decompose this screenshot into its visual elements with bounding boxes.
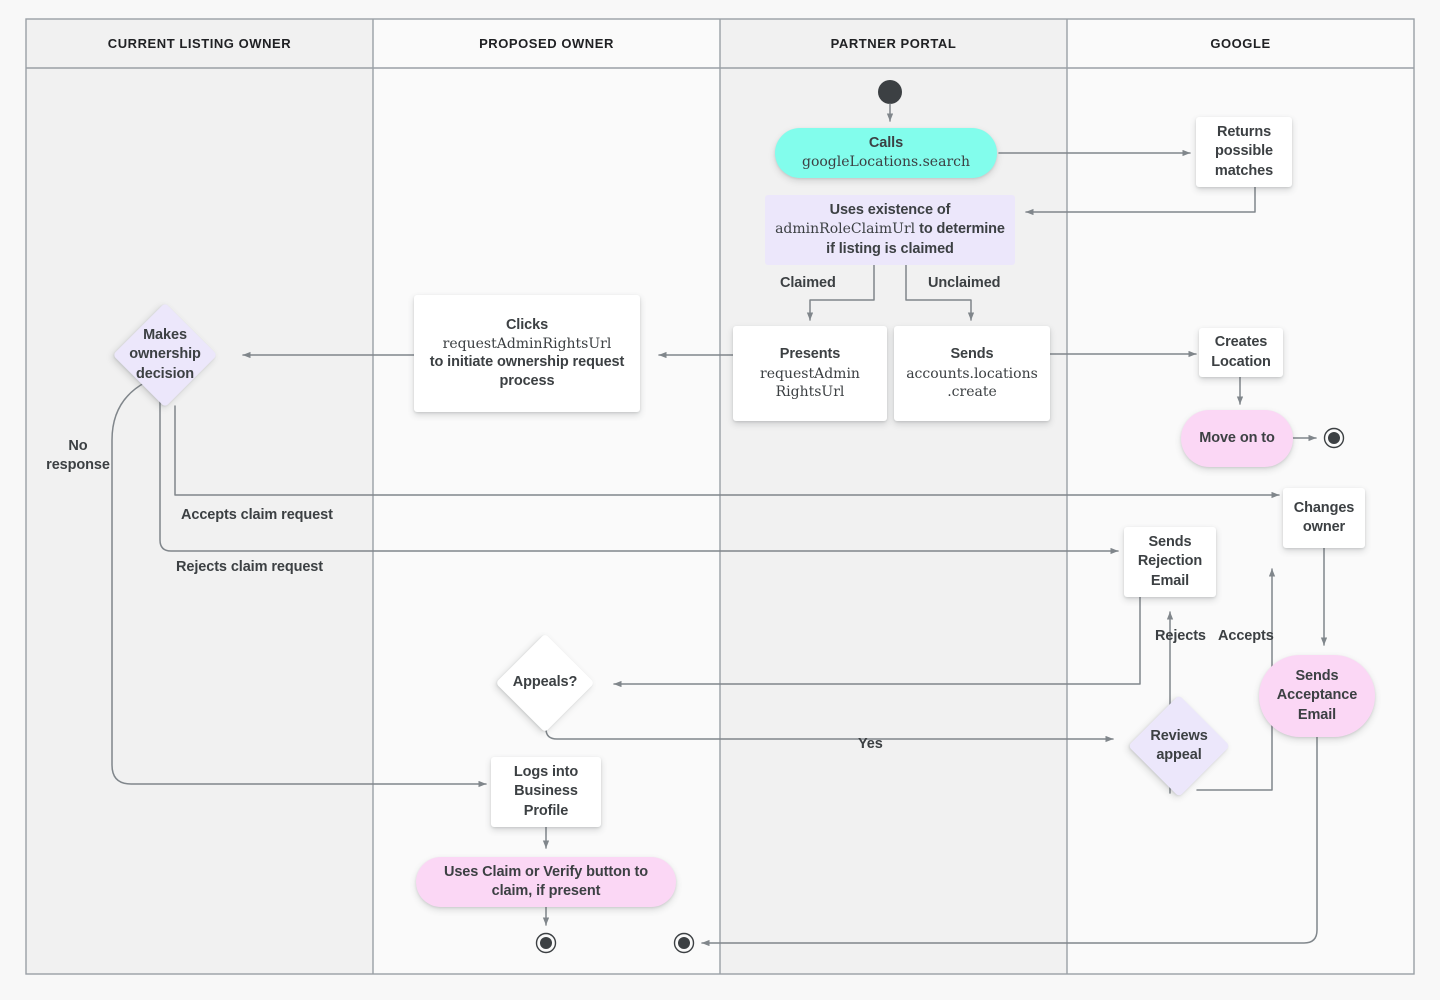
node-sends-accounts-locations-create[interactable]: Sends accounts.locations .create <box>894 326 1050 421</box>
end-node-proposed-owner <box>535 932 557 954</box>
edge-rejectionemail-to-appeals <box>613 596 1141 688</box>
node-calls-line1: Calls <box>868 135 904 152</box>
node-clicks-line3: to initiate ownership request process <box>429 354 625 390</box>
lane-title-current-listing-owner: CURRENT LISTING OWNER <box>107 36 292 51</box>
node-creates-location[interactable]: Creates Location <box>1199 328 1283 377</box>
edge-decision-rejects-to-rejectionemail <box>159 389 1119 555</box>
edge-uses-to-presents <box>806 264 875 321</box>
node-makes-ownership-decision-label: Makes ownership decision <box>129 327 201 382</box>
edge-label-rejects-claim-request: Rejects claim request <box>176 559 323 575</box>
node-calls-google-locations-search[interactable]: Calls googleLocations.search <box>775 128 997 178</box>
edge-returns-to-uses <box>1025 186 1256 216</box>
edge-decision-accepts-to-changesowner <box>174 405 1280 499</box>
node-sendscreate-line2: accounts.locations .create <box>906 365 1038 401</box>
node-reviews-appeal-label: Reviews appeal <box>1150 727 1208 763</box>
node-returns-possible-matches[interactable]: Returns possible matches <box>1196 117 1292 187</box>
node-appeals-decision[interactable]: Appeals? <box>495 633 595 733</box>
lane-title-google: GOOGLE <box>1210 36 1271 51</box>
edge-label-rejects: Rejects <box>1155 628 1206 644</box>
node-uses-existence-admin-role-claim-url[interactable]: Uses existence of adminRoleClaimUrl to d… <box>765 195 1015 265</box>
node-changes-owner[interactable]: Changes owner <box>1283 488 1365 548</box>
node-appeals-decision-label: Appeals? <box>512 674 578 691</box>
swimlane-frame <box>25 18 1415 975</box>
end-node-partner-portal <box>673 932 695 954</box>
lane-title-partner-portal: PARTNER PORTAL <box>830 36 957 51</box>
node-presents-line2: requestAdmin RightsUrl <box>760 365 860 401</box>
edge-label-claimed: Claimed <box>780 275 836 291</box>
edge-decision-noresponse-to-logsinto <box>111 381 487 788</box>
node-uses-existence-code: adminRoleClaimUrl <box>775 221 916 238</box>
node-clicks-line1: Clicks <box>505 316 549 333</box>
node-uses-existence-line2-wrap: adminRoleClaimUrl to determine if listin… <box>775 220 1005 258</box>
node-presents-line1: Presents <box>779 346 841 363</box>
node-calls-line2: googleLocations.search <box>801 154 970 171</box>
lane-title-proposed-owner: PROPOSED OWNER <box>479 36 614 51</box>
node-uses-existence-line3: to determine if listing is claimed <box>826 221 1005 257</box>
start-node-partner-portal <box>878 80 902 104</box>
node-presents-request-admin-rights-url[interactable]: Presents requestAdmin RightsUrl <box>733 326 887 421</box>
edge-label-unclaimed: Unclaimed <box>928 275 1001 291</box>
node-clicks-request-admin-rights-url[interactable]: Clicks requestAdminRightsUrl to initiate… <box>414 295 640 412</box>
edge-label-accepts: Accepts <box>1218 628 1274 644</box>
edge-acceptanceemail-to-end <box>701 736 1318 947</box>
node-logs-into-business-profile[interactable]: Logs into Business Profile <box>491 757 601 827</box>
node-sendscreate-line1: Sends <box>950 346 994 363</box>
node-sends-rejection-email[interactable]: Sends Rejection Email <box>1124 527 1216 597</box>
node-move-on-to[interactable]: Move on to <box>1181 410 1293 467</box>
edge-uses-to-sends-create <box>905 264 975 321</box>
node-clicks-line2: requestAdminRightsUrl <box>442 335 612 352</box>
node-uses-claim-or-verify-button[interactable]: Uses Claim or Verify button to claim, if… <box>416 857 676 907</box>
end-node-google <box>1323 427 1345 449</box>
edge-label-accepts-claim-request: Accepts claim request <box>181 507 333 523</box>
edge-label-no-response: No response <box>46 438 110 473</box>
edge-label-yes: Yes <box>858 736 883 752</box>
node-makes-ownership-decision[interactable]: Makes ownership decision <box>112 302 218 408</box>
node-reviews-appeal[interactable]: Reviews appeal <box>1128 695 1230 797</box>
node-uses-existence-line1: Uses existence of <box>829 202 951 219</box>
node-sends-acceptance-email[interactable]: Sends Acceptance Email <box>1259 655 1375 737</box>
